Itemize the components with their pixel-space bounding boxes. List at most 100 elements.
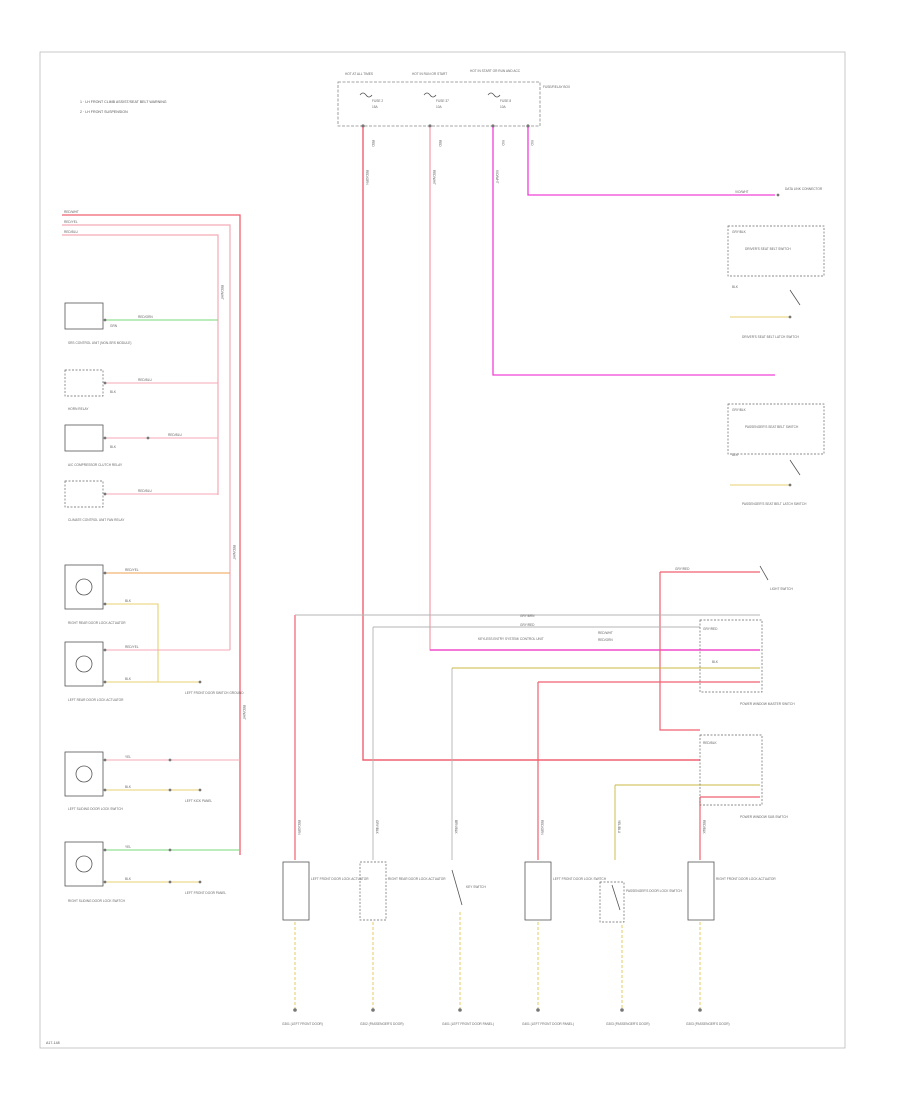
right-component-0-name: DATA LINK CONNECTOR [785, 187, 823, 191]
wire-fuse4-label: VIO [530, 140, 534, 146]
right-component-4-wire: BLK [732, 453, 739, 457]
right-component-0: VIO/WHT DATA LINK CONNECTOR [735, 187, 823, 197]
wire-fuse3-label2: VIO [501, 140, 505, 146]
left-component-6-name: LEFT SLIDING DOOR LOCK SWITCH [68, 807, 124, 811]
bus-label-2: RED/YEL [64, 220, 78, 224]
bottom-component-3: LEFT FRONT DOOR LOCK SWITCH G401 (LEFT F… [522, 861, 607, 1026]
fuse-4-pin [526, 124, 530, 128]
bwire-1-label: GRY/BLK [375, 820, 379, 835]
right-component-4-name: PASSENGER'S SEAT BELT LATCH SWITCH [742, 502, 807, 506]
left-component-7: RIGHT SLIDING DOOR LOCK SWITCH YEL BLK [64, 841, 172, 903]
keyless-module: KEYLESS ENTRY SYSTEM/ CONTROL UNIT GRY/B… [478, 614, 719, 664]
bottom-component-5: RIGHT FRONT DOOR LOCK ACTUATOR G303 (PAS… [686, 861, 776, 1026]
wire-fuse3: VIO/WHT VIO [492, 127, 775, 376]
left-component-5-wire: RED/YEL [125, 645, 139, 649]
fuse-group-2: HOT IN RUN OR START [412, 72, 447, 76]
bottom-component-5-ground: G303 (PASSENGER'S DOOR) [686, 1022, 730, 1026]
left-component-3: CLIMATE CONTROL UNIT FAN RELAY RED/BLU [64, 480, 153, 522]
bwire-4-label: YEL/BLU [617, 820, 621, 834]
left-component-4: RIGHT REAR DOOR LOCK ACTUATOR RED/YEL BL… [64, 564, 139, 625]
left-component-5-pin: BLK [125, 677, 132, 681]
wire-fuse1-label: RED/GRN [365, 170, 369, 185]
bottom-component-1: RIGHT REAR DOOR LOCK ACTUATOR G302 (PASS… [359, 861, 446, 1026]
left-component-6: LEFT SLIDING DOOR LOCK SWITCH YEL BLK [64, 751, 172, 811]
left-component-3-name: CLIMATE CONTROL UNIT FAN RELAY [68, 518, 125, 522]
fuse-3-icon [487, 92, 501, 98]
right-component-0-wire: VIO/WHT [735, 190, 749, 194]
bottom-component-3-name: LEFT FRONT DOOR LOCK SWITCH [553, 877, 607, 881]
fuse-2-pin [428, 124, 432, 128]
fuse-2-rating: 10A [436, 105, 443, 109]
wire-fuse2-label2: RED [438, 140, 442, 147]
wire-fuse2-label: RED/WHT [432, 170, 436, 185]
fuse-1-icon [359, 92, 373, 98]
bottom-component-2-ground: G401 (LEFT FRONT DOOR PANEL) [442, 1022, 494, 1026]
fuse-1-pin [361, 124, 365, 128]
left-component-4-wire: RED/YEL [125, 568, 139, 572]
left-component-6-pin: BLK [125, 785, 132, 789]
wire-fuse3-label: VIO/WHT [495, 170, 499, 184]
fuse-3-rating: 10A [500, 105, 507, 109]
bwire-2-label: BRN/BLK [454, 820, 458, 835]
right-component-2-wire: BLK [732, 285, 739, 289]
footer-code: A17-148 [46, 1041, 60, 1045]
left-component-7-name: RIGHT SLIDING DOOR LOCK SWITCH [68, 899, 126, 903]
keyless-module-wire-3: RED/GRN [598, 638, 613, 642]
right-component-5: GRY/RED LIGHT SWITCH [675, 565, 793, 591]
fuse-group-1: HOT AT ALL TIMES [345, 72, 373, 76]
right-component-3: GRY/BLK PASSENGER'S SEAT BELT SWITCH [727, 403, 825, 455]
bottom-component-0-name: LEFT FRONT DOOR LOCK ACTUATOR [311, 877, 369, 881]
keyless-module-name: KEYLESS ENTRY SYSTEM/ CONTROL UNIT [478, 637, 544, 641]
left-ground-2: LEFT FRONT DOOR PANEL [185, 880, 226, 895]
left-ground-1: LEFT KICK PANEL [185, 788, 212, 803]
wire-fuse1: RED/GRN RED [362, 127, 700, 761]
note-1: 1 · LH FRONT CLIMB ASSIST/SEAT BELT WARN… [80, 100, 167, 104]
right-component-6-name: POWER WINDOW MASTER SWITCH [740, 702, 795, 706]
left-bus: RED/WHT RED/YEL RED/BLU RED/WHT RED/WHT … [62, 210, 246, 855]
bottom-component-1-name: RIGHT REAR DOOR LOCK ACTUATOR [388, 877, 446, 881]
bottom-component-2: KEY SWITCH G401 (LEFT FRONT DOOR PANEL) [442, 869, 494, 1026]
fuse-1-rating: 15A [372, 105, 379, 109]
fuse-1-name: FUSE 2 [372, 99, 383, 103]
bottom-component-0-ground: G301 (LEFT FRONT DOOR) [282, 1022, 323, 1026]
left-ground-1-name: LEFT KICK PANEL [185, 799, 212, 803]
left-component-2-pin: BLK [110, 445, 117, 449]
left-ground-0-name: LEFT FRONT DOOR SWITCH GROUND [185, 691, 244, 695]
right-component-5-wire: GRY/RED [675, 567, 690, 571]
wire-lc4b [105, 603, 159, 682]
right-component-2: BLK DRIVER'S SEAT BELT LATCH SWITCH [732, 285, 801, 339]
keyless-module-wire-0: GRY/BRN [520, 614, 535, 618]
bottom-component-1-ground: G302 (PASSENGER'S DOOR) [360, 1022, 404, 1026]
diagram-border [39, 51, 846, 1049]
wire-rc5b [659, 572, 700, 731]
wire-fuse2: RED/WHT RED [429, 127, 760, 651]
bottom-component-3-ground: G401 (LEFT FRONT DOOR PANEL) [522, 1022, 574, 1026]
note-2: 2 · LH FRONT SUSPENSION [80, 110, 128, 114]
bus-splice-label: RED/WHT [220, 285, 224, 300]
left-component-2-wire: RED/BLU [168, 433, 183, 437]
left-component-3-wire: RED/BLU [138, 489, 153, 493]
right-component-2-name: DRIVER'S SEAT BELT LATCH SWITCH [742, 335, 800, 339]
left-component-2: A/C COMPRESSOR CLUTCH RELAY RED/BLU BLK [64, 424, 183, 467]
bus-splice-label-3: RED/WHT [242, 705, 246, 720]
left-component-5: LEFT REAR DOOR LOCK ACTUATOR RED/YEL BLK [64, 641, 139, 702]
right-component-3-wire: GRY/BLK [732, 408, 747, 412]
fuse-group-3: HOT IN START OR RUN AND ACC [470, 69, 521, 73]
right-component-7-name: POWER WINDOW SUB SWITCH [740, 815, 789, 819]
left-component-7-wire: YEL [125, 845, 131, 849]
right-component-6-wire: GRY/RED [703, 627, 718, 631]
wire-fuse4: VIO [527, 127, 775, 196]
left-component-0-wire: RED/GRN [138, 315, 153, 319]
bottom-component-4-name: PASSENGER'S DOOR LOCK SWITCH [626, 889, 683, 893]
right-component-3-name: PASSENGER'S SEAT BELT SWITCH [745, 425, 799, 429]
right-component-7-wire: RED/BLK [703, 741, 718, 745]
right-component-1-wire: GRY/BLK [732, 230, 747, 234]
right-component-1: GRY/BLK DRIVER'S SEAT BELT SWITCH [727, 225, 825, 277]
bus-splice-label-2: RED/WHT [232, 545, 236, 560]
fuse-2-name: FUSE 37 [436, 99, 449, 103]
left-component-0-pin: GRN [110, 324, 118, 328]
bottom-component-2-name: KEY SWITCH [466, 885, 486, 889]
right-component-1-name: DRIVER'S SEAT BELT SWITCH [745, 247, 791, 251]
left-component-2-name: A/C COMPRESSOR CLUTCH RELAY [68, 463, 123, 467]
